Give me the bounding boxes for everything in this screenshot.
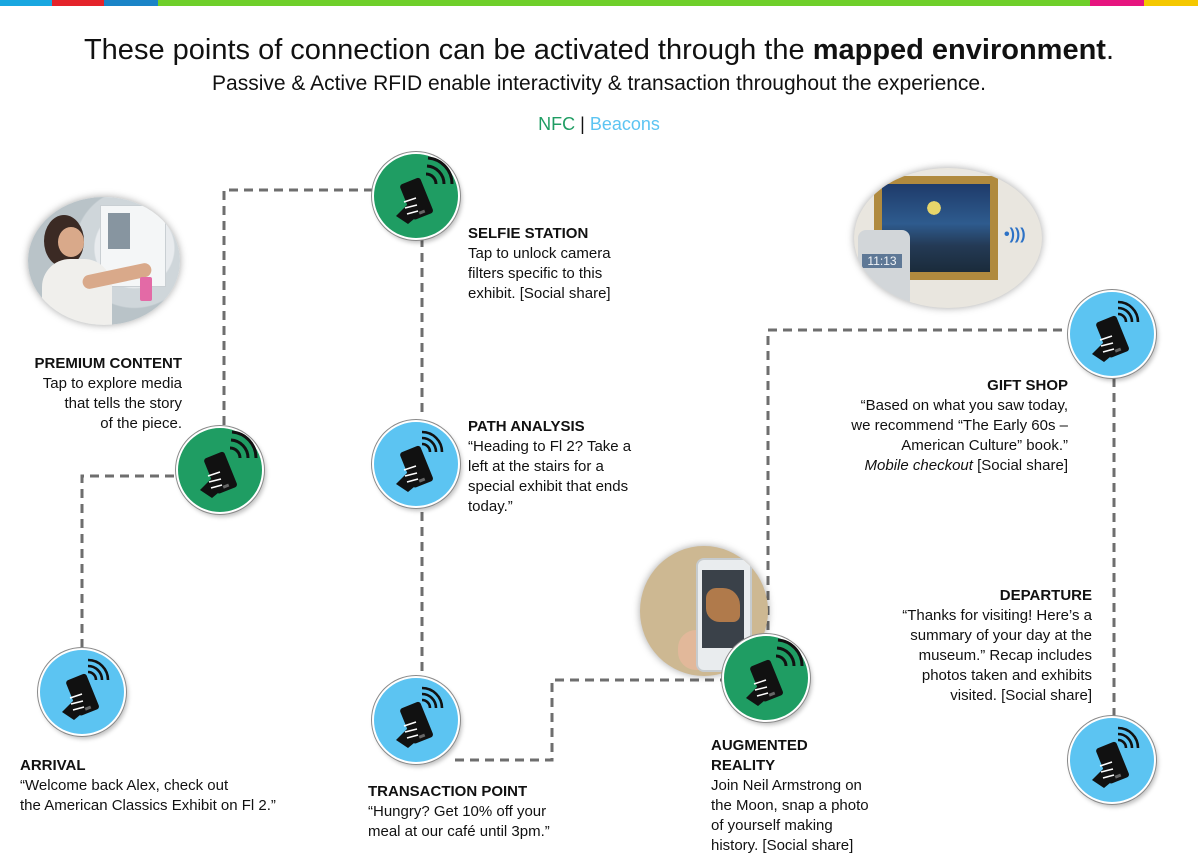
augmented-reality-line: the Moon, snap a photo: [711, 797, 869, 814]
transaction-point-label: TRANSACTION POINT “Hungry? Get 10% off y…: [368, 782, 608, 842]
phone-signal-icon: [396, 430, 444, 492]
top-strip-segment: [1090, 0, 1144, 6]
departure-line: summary of your day at the: [910, 627, 1092, 644]
premium-content-title: PREMIUM CONTENT: [34, 355, 183, 372]
path-analysis-label: PATH ANALYSIS “Heading to Fl 2? Take a l…: [468, 417, 668, 517]
path-analysis-node[interactable]: [372, 420, 460, 508]
phone-signal-icon: [62, 658, 110, 720]
gift-shop-mobile-checkout: Mobile checkout: [864, 457, 973, 474]
gift-shop-label: GIFT SHOP “Based on what you saw today, …: [808, 376, 1068, 476]
phone-tap-icon: [200, 430, 258, 498]
top-strip-segment: [104, 0, 158, 6]
selfie-station-line: exhibit. [Social share]: [468, 285, 611, 302]
premium-content-line: of the piece.: [100, 415, 182, 432]
phone-signal-icon: [1092, 726, 1140, 788]
departure-line: museum.” Recap includes: [918, 647, 1092, 664]
selfie-station-line: filters specific to this: [468, 265, 603, 282]
selfie-station-label: SELFIE STATION Tap to unlock camera filt…: [468, 224, 668, 304]
augmented-reality-title: AUGMENTED: [711, 737, 808, 754]
phone-in-photo: 11:13: [858, 230, 910, 308]
arrival-node[interactable]: [38, 648, 126, 736]
premium-content-photo: [28, 197, 180, 325]
visitor-body: [42, 259, 112, 325]
augmented-reality-photo: [640, 546, 768, 676]
transaction-point-node[interactable]: [372, 676, 460, 764]
phone-tap-icon: [746, 638, 804, 706]
phone-time: 11:13: [862, 254, 902, 268]
path-transaction-to-augmented: [455, 678, 722, 762]
selfie-station-title: SELFIE STATION: [468, 225, 589, 242]
departure-node[interactable]: [1068, 716, 1156, 804]
arrival-line: the American Classics Exhibit on Fl 2.”: [20, 797, 276, 814]
path-premium-to-selfie: [222, 188, 372, 425]
augmented-reality-label: AUGMENTED REALITY Join Neil Armstrong on…: [711, 736, 911, 856]
page-subtitle: Passive & Active RFID enable interactivi…: [212, 72, 986, 95]
transaction-point-line: “Hungry? Get 10% off your: [368, 803, 547, 820]
augmented-reality-line: Join Neil Armstrong on: [711, 777, 862, 794]
gift-shop-line: American Culture” book.”: [901, 437, 1068, 454]
exhibit-image: [108, 213, 130, 249]
transaction-point-title: TRANSACTION POINT: [368, 783, 528, 800]
top-strip-segment: [52, 0, 104, 6]
gift-shop-photo: 11:13 •))): [854, 168, 1042, 308]
path-arrival-to-premium: [80, 474, 180, 648]
augmented-reality-node[interactable]: [722, 634, 810, 722]
gift-shop-title: GIFT SHOP: [987, 377, 1068, 394]
selfie-station-node[interactable]: [372, 152, 460, 240]
top-color-strip: [0, 0, 1198, 6]
arrival-label: ARRIVAL “Welcome back Alex, check out th…: [20, 756, 340, 816]
legend-separator: |: [575, 114, 590, 134]
gift-shop-line: “Based on what you saw today,: [860, 397, 1068, 414]
bluetooth-signal-icon: •))): [1004, 226, 1026, 243]
visitor-face: [58, 227, 84, 257]
legend-nfc: NFC: [538, 114, 576, 134]
visitor-phone: [140, 277, 152, 301]
departure-line: visited. [Social share]: [950, 687, 1092, 704]
arrival-title: ARRIVAL: [20, 757, 86, 774]
gift-shop-node[interactable]: [1068, 290, 1156, 378]
path-analysis-line: left at the stairs for a: [468, 458, 604, 475]
premium-content-label: PREMIUM CONTENT Tap to explore media tha…: [12, 354, 183, 434]
departure-label: DEPARTURE “Thanks for visiting! Here’s a…: [852, 586, 1092, 706]
departure-line: photos taken and exhibits: [921, 667, 1092, 684]
top-strip-segment: [1144, 0, 1198, 6]
legend: NFC | Beacons: [0, 114, 1198, 135]
premium-content-line: that tells the story: [64, 395, 182, 412]
augmented-reality-title: REALITY: [711, 757, 776, 774]
path-analysis-line: today.”: [468, 498, 513, 515]
phone-signal-icon: [1092, 300, 1140, 362]
transaction-point-line: meal at our café until 3pm.”: [368, 823, 550, 840]
path-analysis-title: PATH ANALYSIS: [468, 418, 585, 435]
gift-shop-line: we recommend “The Early 60s –: [851, 417, 1068, 434]
augmented-reality-line: of yourself making: [711, 817, 833, 834]
top-strip-segment: [0, 0, 52, 6]
departure-line: “Thanks for visiting! Here’s a: [902, 607, 1092, 624]
gift-shop-social-share: [Social share]: [972, 457, 1068, 474]
selfie-station-line: Tap to unlock camera: [468, 245, 611, 262]
premium-content-node[interactable]: [176, 426, 264, 514]
path-augmented-to-gift: [766, 328, 1068, 630]
premium-content-line: Tap to explore media: [42, 375, 182, 392]
path-analysis-line: special exhibit that ends: [468, 478, 629, 495]
phone-signal-icon: [396, 686, 444, 748]
arrival-line: “Welcome back Alex, check out: [20, 777, 229, 794]
page-title: These points of connection can be activa…: [83, 34, 1115, 66]
departure-title: DEPARTURE: [999, 587, 1092, 604]
legend-beacons: Beacons: [589, 114, 660, 134]
augmented-reality-line: history. [Social share]: [711, 837, 854, 854]
path-analysis-line: “Heading to Fl 2? Take a: [468, 438, 632, 455]
top-strip-segment: [158, 0, 1090, 6]
gift-shop-line: Mobile checkout [Social share]: [808, 456, 1068, 476]
phone-tap-icon: [396, 156, 454, 224]
painting-stars: [914, 198, 954, 218]
phone-screen-image: [706, 588, 740, 622]
